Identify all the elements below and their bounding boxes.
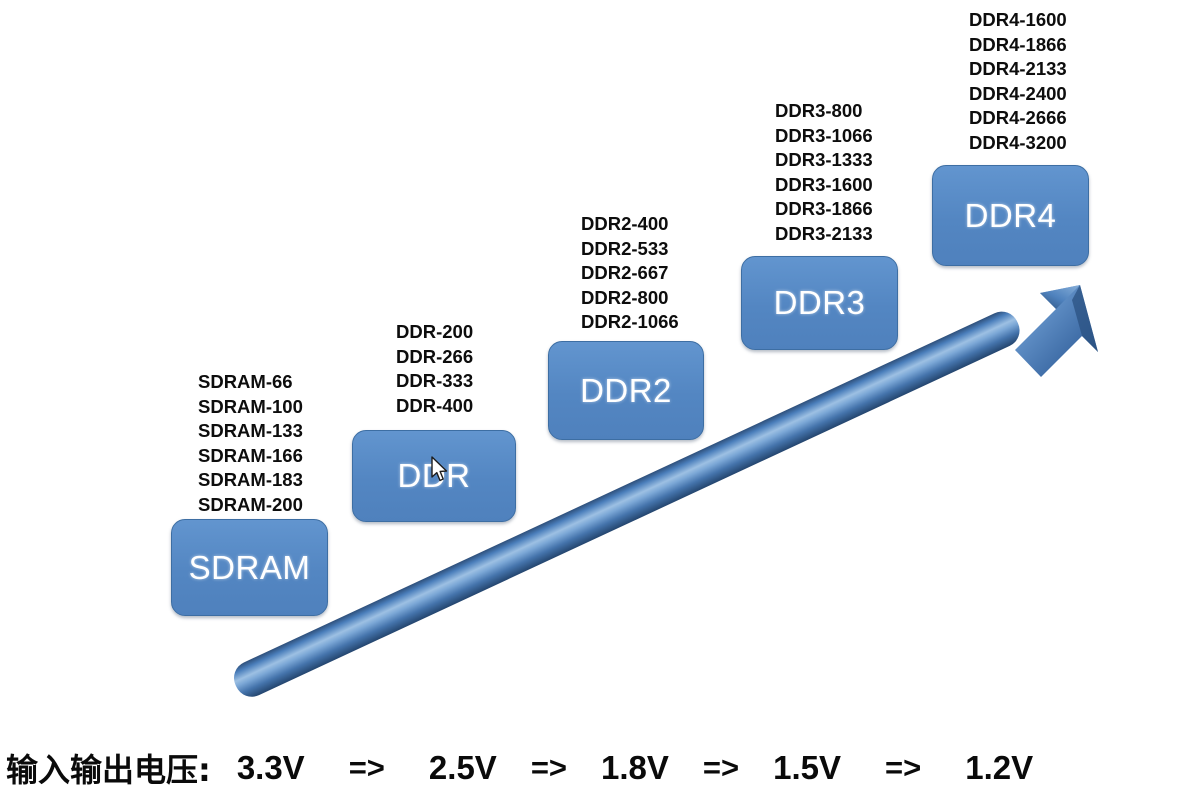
speed-list-ddr2: DDR2-400 DDR2-533 DDR2-667 DDR2-800 DDR2…	[581, 212, 679, 335]
gen-box-label: DDR	[397, 457, 471, 494]
speed-item: DDR2-800	[581, 286, 669, 308]
voltage-arrow-1: =>	[348, 750, 385, 785]
gen-box-label: DDR4	[964, 196, 1057, 234]
voltage-value-5: 1.2V	[965, 749, 1034, 786]
speed-item: DDR4-2400	[969, 82, 1067, 104]
voltage-value-4: 1.5V	[773, 749, 842, 786]
speed-item: DDR-400	[396, 394, 474, 416]
gen-box-ddr2[interactable]: DDR2	[548, 341, 704, 440]
speed-item: DDR2-667	[581, 262, 669, 283]
speed-item: DDR2-1066	[581, 311, 679, 332]
gen-box-ddr4[interactable]: DDR4	[932, 165, 1089, 266]
speed-item: DDR3-800	[775, 100, 863, 121]
voltage-caption: 输入输出电压:	[6, 751, 211, 789]
speed-item: SDRAM-100	[198, 395, 303, 417]
voltage-arrow-4: =>	[885, 750, 922, 785]
speed-item: DDR2-533	[581, 237, 669, 259]
gen-box-ddr3[interactable]: DDR3	[741, 256, 898, 350]
gen-box-label: DDR3	[773, 284, 866, 321]
speed-item: DDR-266	[396, 345, 474, 367]
speed-item: DDR3-1333	[775, 149, 873, 170]
voltage-arrow-2: =>	[530, 750, 568, 785]
gen-box-label: SDRAM	[188, 548, 311, 586]
voltage-value-1: 3.3V	[236, 749, 305, 786]
voltage-value-2: 2.5V	[428, 749, 497, 786]
gen-box-sdram[interactable]: SDRAM	[171, 519, 328, 616]
speed-item: SDRAM-133	[198, 420, 303, 441]
gen-box-label: DDR2	[580, 371, 672, 409]
speed-item: DDR3-1600	[775, 173, 873, 195]
speed-item: DDR4-1866	[969, 33, 1067, 55]
speed-item: SDRAM-183	[198, 469, 303, 490]
speed-item: DDR4-2666	[969, 107, 1067, 128]
speed-item: SDRAM-200	[198, 493, 303, 515]
speed-item: DDR-200	[396, 321, 474, 342]
voltage-value-3: 1.8V	[601, 749, 669, 786]
speed-list-ddr3: DDR3-800 DDR3-1066 DDR3-1333 DDR3-1600 D…	[775, 99, 873, 246]
speed-list-ddr4: DDR4-1600 DDR4-1866 DDR4-2133 DDR4-2400 …	[969, 8, 1067, 155]
speed-list-ddr: DDR-200 DDR-266 DDR-333 DDR-400	[396, 320, 473, 418]
speed-item: DDR3-2133	[775, 222, 873, 244]
speed-list-sdram: SDRAM-66 SDRAM-100 SDRAM-133 SDRAM-166 S…	[198, 370, 303, 517]
gen-box-ddr[interactable]: DDR	[352, 430, 516, 522]
speed-item: DDR4-2133	[969, 58, 1067, 79]
speed-item: SDRAM-166	[198, 444, 303, 466]
speed-item: DDR2-400	[581, 213, 669, 234]
voltage-arrow-3: =>	[702, 750, 740, 785]
speed-item: DDR3-1066	[775, 124, 873, 146]
voltage-row: 输入输出电压: 3.3V => 2.5V => 1.8V => 1.5V => …	[6, 740, 1188, 796]
speed-item: DDR-333	[396, 370, 474, 391]
speed-item: DDR4-3200	[969, 131, 1067, 153]
speed-item: DDR3-1866	[775, 198, 873, 219]
speed-item: DDR4-1600	[969, 9, 1067, 30]
speed-item: SDRAM-66	[198, 371, 293, 392]
